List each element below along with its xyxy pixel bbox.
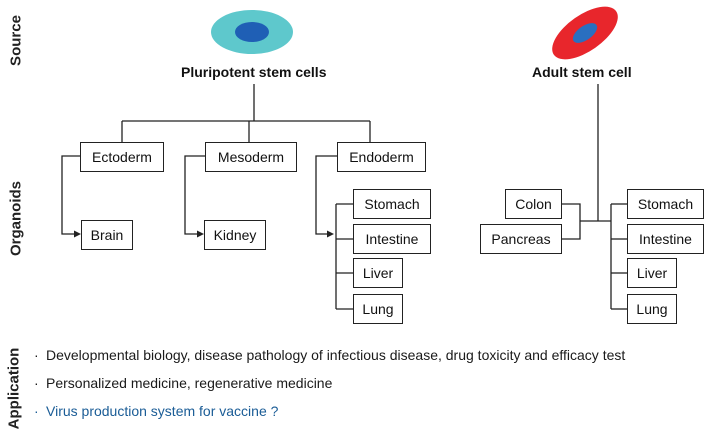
endoderm-box: Endoderm: [337, 142, 426, 172]
bullet: ·: [34, 375, 39, 391]
pancreas-box: Pancreas: [480, 224, 562, 254]
stomach-box-pluripotent: Stomach: [353, 189, 431, 219]
lung-box-adult: Lung: [627, 294, 677, 324]
arrowhead-kidney: [197, 230, 204, 238]
intestine-box-pluripotent: Intestine: [353, 224, 431, 254]
pluripotent-cell-nucleus: [235, 22, 269, 42]
connector-lines: [61, 6, 627, 310]
liver-box-pluripotent: Liver: [353, 258, 403, 288]
arrowhead-brain: [74, 230, 81, 238]
liver-box-adult: Liver: [627, 258, 677, 288]
application-list: · Developmental biology, disease patholog…: [34, 346, 625, 430]
application-item: · Personalized medicine, regenerative med…: [34, 374, 625, 402]
adult-stem-cell-label: Adult stem cell: [532, 64, 632, 80]
mesoderm-box: Mesoderm: [205, 142, 297, 172]
stomach-box-adult: Stomach: [627, 189, 704, 219]
application-text: Personalized medicine, regenerative medi…: [46, 375, 333, 391]
intestine-box-adult: Intestine: [627, 224, 704, 254]
lung-box-pluripotent: Lung: [353, 294, 403, 324]
application-item: · Virus production system for vaccine ?: [34, 402, 625, 430]
arrowhead-endoderm: [327, 230, 334, 238]
pluripotent-stem-cells-label: Pluripotent stem cells: [181, 64, 327, 80]
adult-stem-cell-icon: [552, 6, 618, 60]
application-text: Virus production system for vaccine ?: [46, 403, 279, 419]
bullet: ·: [34, 403, 39, 419]
ectoderm-box: Ectoderm: [80, 142, 164, 172]
colon-box: Colon: [505, 189, 562, 219]
application-text: Developmental biology, disease pathology…: [46, 347, 626, 363]
adult-cell-nucleus: [572, 23, 598, 43]
application-item: · Developmental biology, disease patholog…: [34, 346, 625, 374]
pluripotent-stem-cell-icon: [211, 10, 293, 54]
bullet: ·: [34, 347, 39, 363]
brain-box: Brain: [81, 220, 133, 250]
kidney-box: Kidney: [204, 220, 266, 250]
